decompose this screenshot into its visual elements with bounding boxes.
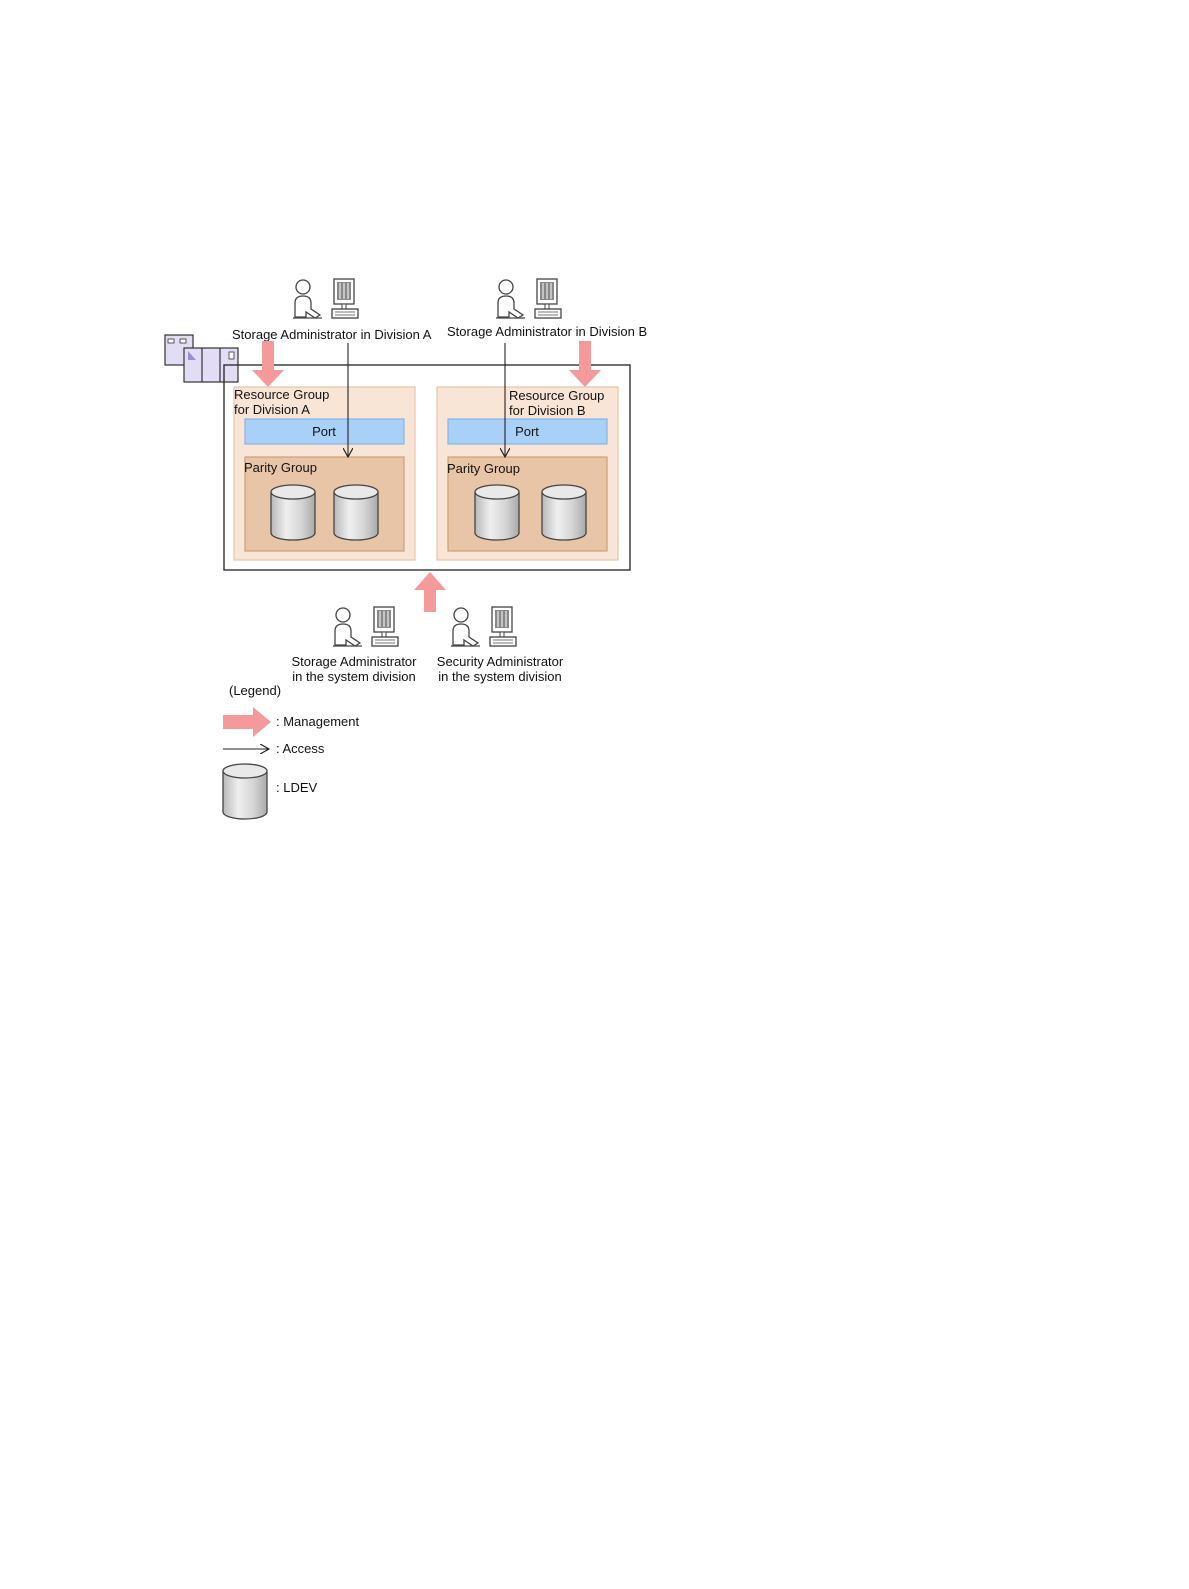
ldev-icon (475, 485, 519, 540)
legend-ldev-label: : LDEV (276, 780, 318, 795)
admin-icon-system-storage (333, 607, 398, 646)
parity-group-label: Parity Group (447, 461, 520, 476)
resource-group-title-line1: Resource Group (509, 388, 604, 403)
admin-label-system-security-line2: in the system division (438, 669, 562, 684)
admin-icon-division-a (293, 279, 358, 318)
admin-label-division-a: Storage Administrator in Division A (232, 327, 432, 342)
resource-group-division-b: Resource Group for Division B Port Parit… (437, 387, 618, 560)
legend-title: (Legend) (229, 683, 281, 698)
resource-group-title-line2: for Division B (509, 403, 586, 418)
admin-label-system-storage-line2: in the system division (292, 669, 416, 684)
admin-icon-system-security (451, 607, 516, 646)
admin-label-division-b: Storage Administrator in Division B (447, 324, 647, 339)
parity-group-label: Parity Group (244, 460, 317, 475)
legend-management-label: : Management (276, 714, 359, 729)
admin-icon-division-b (496, 279, 561, 318)
ldev-icon (542, 485, 586, 540)
resource-group-division-a: Resource Group for Division A Port Parit… (234, 387, 415, 560)
management-arrow-system (414, 572, 446, 612)
management-arrow-division-a (252, 341, 284, 387)
legend-access-label: : Access (276, 741, 325, 756)
port-label: Port (515, 424, 539, 439)
management-arrow-division-b (569, 341, 601, 387)
resource-group-title-line2: for Division A (234, 402, 310, 417)
admin-label-system-storage-line1: Storage Administrator (291, 654, 417, 669)
resource-group-title-line1: Resource Group (234, 387, 329, 402)
legend-ldev-icon (223, 764, 267, 819)
storage-system-icon (165, 335, 238, 382)
ldev-icon (334, 485, 378, 540)
ldev-icon (271, 485, 315, 540)
admin-label-system-security-line1: Security Administrator (437, 654, 564, 669)
port-label: Port (312, 424, 336, 439)
legend-management-arrow-icon (223, 707, 271, 737)
